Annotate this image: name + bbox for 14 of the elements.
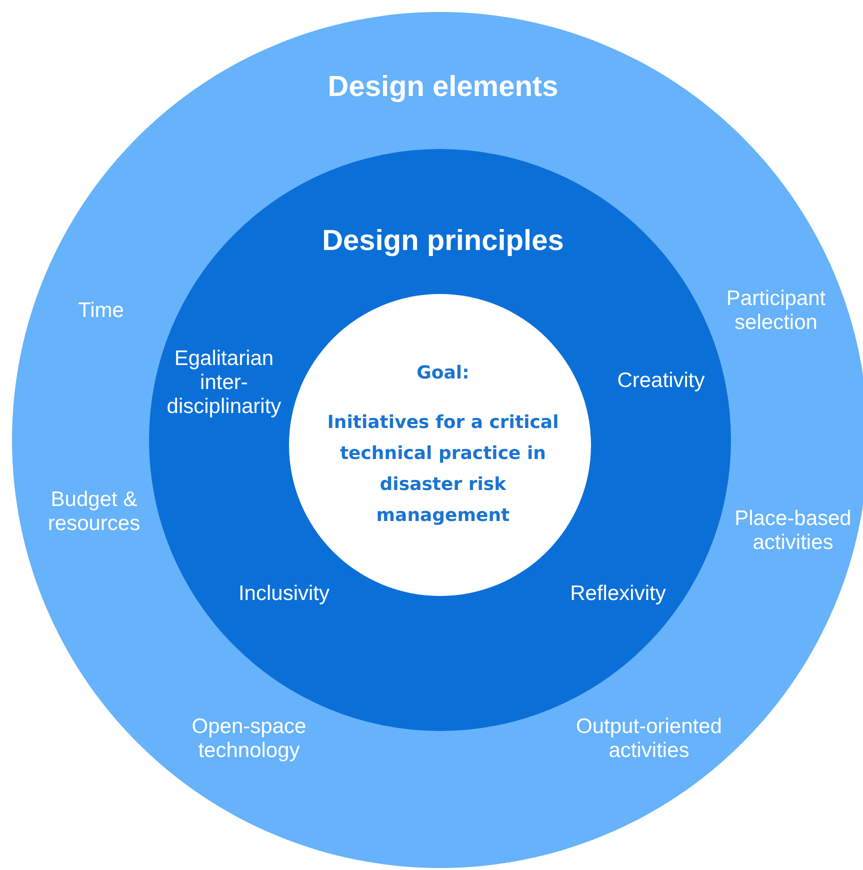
ring-label: Time	[77, 299, 125, 323]
ring-label: Place-based activities	[734, 507, 852, 555]
ring-label: Participant selection	[725, 287, 827, 335]
ring-label: Open-space technology	[190, 715, 308, 763]
ring-label: Egalitarian inter-disciplinarity	[166, 346, 282, 419]
ring-heading: Design principles	[321, 224, 565, 258]
ring-label: Budget & resources	[46, 488, 142, 536]
goal-text: Initiatives for a critical technical practice in disaster risk management	[326, 410, 560, 528]
ring-label: Inclusivity	[237, 582, 330, 606]
ring-label: Reflexivity	[569, 582, 667, 606]
ring-label: Creativity	[616, 368, 706, 393]
ring-heading: Design elements	[326, 70, 560, 104]
goal-heading: Goal:	[416, 361, 470, 386]
ring-label: Output-oriented activities	[575, 715, 723, 763]
